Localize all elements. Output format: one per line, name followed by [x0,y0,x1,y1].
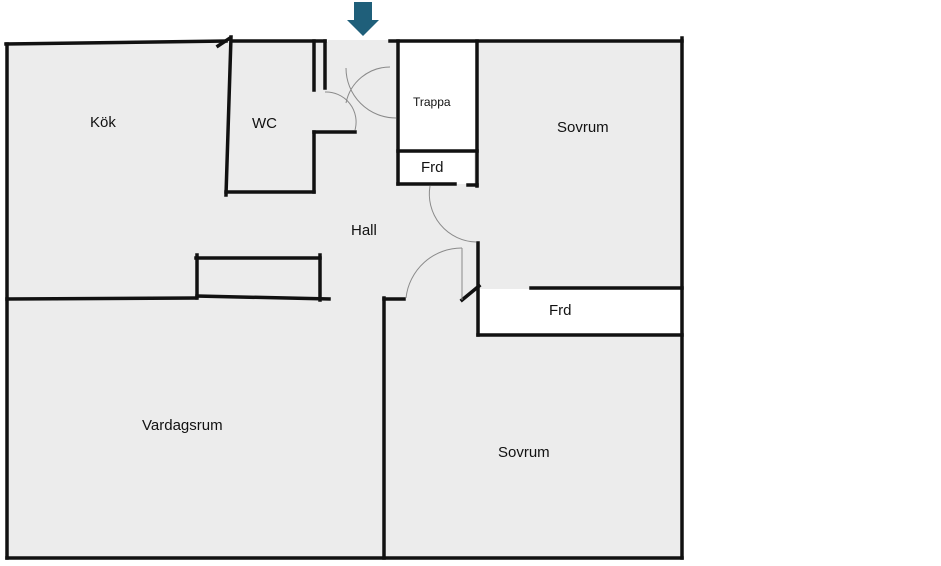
closet-frd-small [400,153,474,184]
label-wc: WC [252,115,277,132]
trappa-area [398,42,477,150]
door-sovrum-bottom-swing [405,247,463,299]
door-wc-swing [324,91,357,131]
wall-door-jamb [459,283,482,303]
door-entrance-swing [345,66,391,104]
label-frd-small: Frd [421,159,444,176]
label-kok: Kök [90,114,116,131]
label-vardagsrum: Vardagsrum [142,417,223,434]
label-hall: Hall [351,222,377,239]
label-sovrum-top: Sovrum [557,119,609,136]
wall-kok-diag [215,35,233,49]
door-frd-small-swing [428,185,477,243]
walls [4,35,684,560]
wall-kok-vardagsrum [5,296,198,301]
wall-counter-bottom [195,294,331,301]
closet-frd-wide [480,289,681,335]
door-swings [324,66,477,300]
room-labels: Kök WC Trappa Frd Sovrum Hall Frd Vardag… [90,95,609,461]
label-sovrum-bottom: Sovrum [498,444,550,461]
label-frd-wide: Frd [549,302,572,319]
wall-top-left [4,39,228,46]
wall-kok-wc [224,35,233,197]
door-entrance-swing2 [345,67,397,119]
floor-entrance [328,40,390,50]
entrance-arrow-icon [347,2,379,36]
label-trappa: Trappa [413,95,451,109]
